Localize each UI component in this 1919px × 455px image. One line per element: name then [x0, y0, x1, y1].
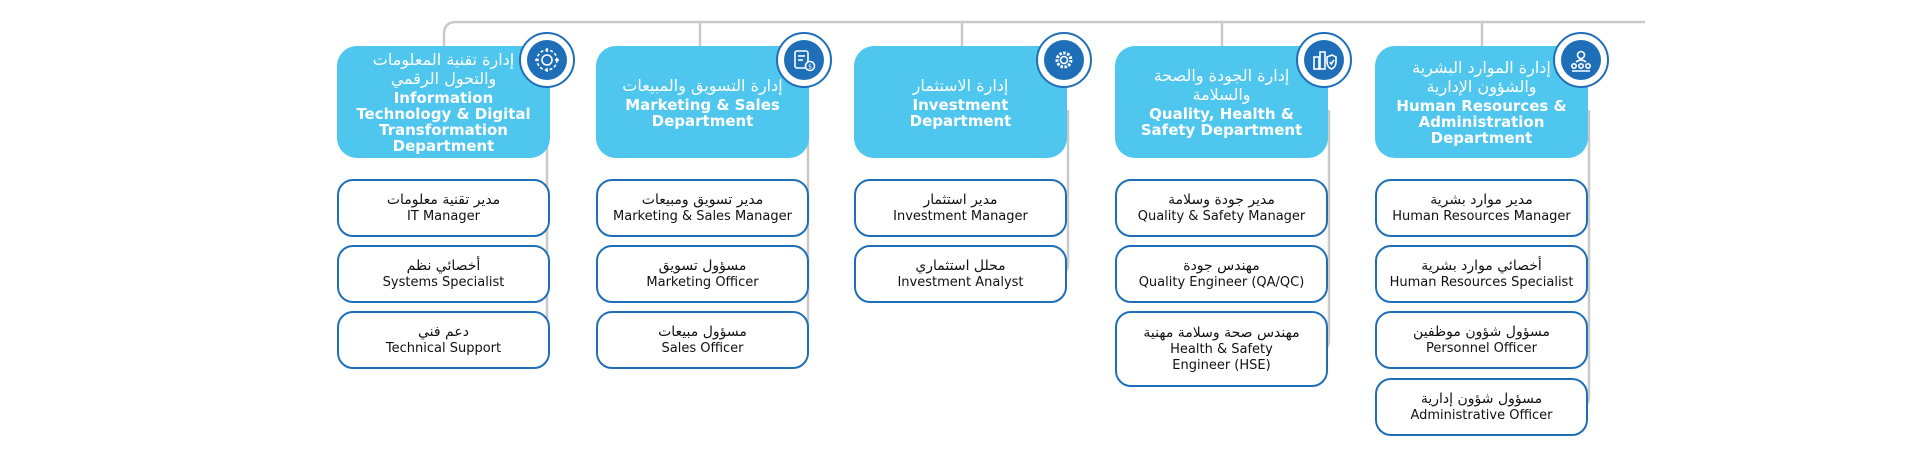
role-administrative-officer: مسؤول شؤون إدارية Administrative Officer	[1375, 378, 1588, 436]
role-title-ar: مسؤول تسويق	[658, 257, 747, 274]
dept-title-en: Human Resources & Administration Departm…	[1396, 97, 1567, 147]
role-investment-manager: مدير استثمار Investment Manager	[854, 179, 1067, 237]
role-title-ar: مسؤول شؤون موظفين	[1413, 323, 1550, 340]
dept-title-en: Investment Department	[909, 95, 1012, 130]
role-title-en: IT Manager	[407, 208, 480, 224]
dept-box-hr: إدارة الموارد البشرية والشؤون الإدارية H…	[1375, 46, 1588, 158]
role-title-ar: أخصائي نظم	[406, 257, 481, 274]
dept-box-marketing: إدارة التسويق والمبيعات Marketing & Sale…	[596, 46, 809, 158]
svg-text:$: $	[808, 64, 812, 71]
role-title-en: Human Resources Specialist	[1389, 274, 1574, 290]
top-rail-line	[442, 20, 1645, 46]
role-title-ar: أخصائي موارد بشرية	[1421, 257, 1542, 274]
role-title-en: Human Resources Manager	[1392, 208, 1571, 224]
role-title-ar: دعم فني	[418, 323, 469, 340]
role-sales-officer: مسؤول مبيعات Sales Officer	[596, 311, 809, 369]
role-title-ar: مدير تسويق ومبيعات	[641, 191, 764, 208]
dept-title-ar: إدارة الجودة والصحة والسلامة	[1153, 66, 1290, 104]
dept-box-qhse: إدارة الجودة والصحة والسلامة Quality, He…	[1115, 46, 1328, 158]
role-hr-manager: مدير موارد بشرية Human Resources Manager	[1375, 179, 1588, 237]
role-investment-analyst: محلل استثماري Investment Analyst	[854, 245, 1067, 303]
dept-title-en: Quality, Health & Safety Department	[1140, 105, 1303, 139]
role-quality-engineer: مهندس جودة Quality Engineer (QA/QC)	[1115, 245, 1328, 303]
marketing-sales-icon: $	[776, 32, 832, 88]
role-marketing-officer: مسؤول تسويق Marketing Officer	[596, 245, 809, 303]
role-title-ar: مدير جودة وسلامة	[1168, 191, 1275, 208]
role-title-ar: مدير موارد بشرية	[1430, 191, 1533, 208]
dept-box-investment: إدارة الاستثمار Investment Department	[854, 46, 1067, 158]
digital-network-icon	[519, 32, 575, 88]
role-title-ar: مسؤول مبيعات	[658, 323, 747, 340]
role-title-en: Personnel Officer	[1426, 340, 1537, 356]
people-team-icon	[1553, 32, 1609, 88]
role-title-ar: مهندس جودة	[1183, 257, 1260, 274]
role-title-en: Sales Officer	[661, 340, 744, 356]
role-title-en: Administrative Officer	[1410, 407, 1553, 423]
role-title-en: Quality Engineer (QA/QC)	[1138, 274, 1305, 290]
dept-title-en: Marketing & Sales Department	[625, 95, 780, 130]
role-title-en: Systems Specialist	[382, 274, 505, 290]
role-title-en: Quality & Safety Manager	[1137, 208, 1306, 224]
dept-title-ar: إدارة الموارد البشرية والشؤون الإدارية	[1412, 58, 1551, 96]
dept-title-ar: إدارة الاستثمار	[912, 75, 1009, 95]
role-technical-support: دعم فني Technical Support	[337, 311, 550, 369]
role-title-en: Marketing & Sales Manager	[613, 208, 792, 224]
role-title-ar: مدير تقنية معلومات	[386, 191, 501, 208]
role-title-ar: مهندس صحة وسلامة مهنية	[1143, 324, 1300, 341]
role-title-ar: مسؤول شؤون إدارية	[1420, 390, 1543, 407]
role-hr-specialist: أخصائي موارد بشرية Human Resources Speci…	[1375, 245, 1588, 303]
safety-shield-icon	[1296, 32, 1352, 88]
role-health-safety-engineer: مهندس صحة وسلامة مهنية Health & Safety E…	[1115, 311, 1328, 387]
dept-box-it: إدارة تقنية المعلومات والتحول الرقمي Inf…	[337, 46, 550, 158]
role-title-en: Investment Analyst	[897, 274, 1024, 290]
role-it-manager: مدير تقنية معلومات IT Manager	[337, 179, 550, 237]
investment-gear-icon	[1036, 32, 1092, 88]
role-title-en: Health & Safety Engineer (HSE)	[1170, 341, 1273, 373]
role-marketing-sales-manager: مدير تسويق ومبيعات Marketing & Sales Man…	[596, 179, 809, 237]
role-title-en: Marketing Officer	[646, 274, 759, 290]
dept-title-ar: إدارة تقنية المعلومات والتحول الرقمي	[372, 50, 515, 88]
dept-title-en: Information Technology & Digital Transfo…	[356, 89, 531, 155]
role-title-ar: مدير استثمار	[923, 191, 998, 208]
role-title-en: Technical Support	[385, 340, 502, 356]
role-title-en: Investment Manager	[893, 208, 1028, 224]
role-quality-safety-manager: مدير جودة وسلامة Quality & Safety Manage…	[1115, 179, 1328, 237]
dept-title-ar: إدارة التسويق والمبيعات	[622, 75, 783, 95]
role-systems-specialist: أخصائي نظم Systems Specialist	[337, 245, 550, 303]
role-personnel-officer: مسؤول شؤون موظفين Personnel Officer	[1375, 311, 1588, 369]
role-title-ar: محلل استثماري	[915, 257, 1006, 274]
